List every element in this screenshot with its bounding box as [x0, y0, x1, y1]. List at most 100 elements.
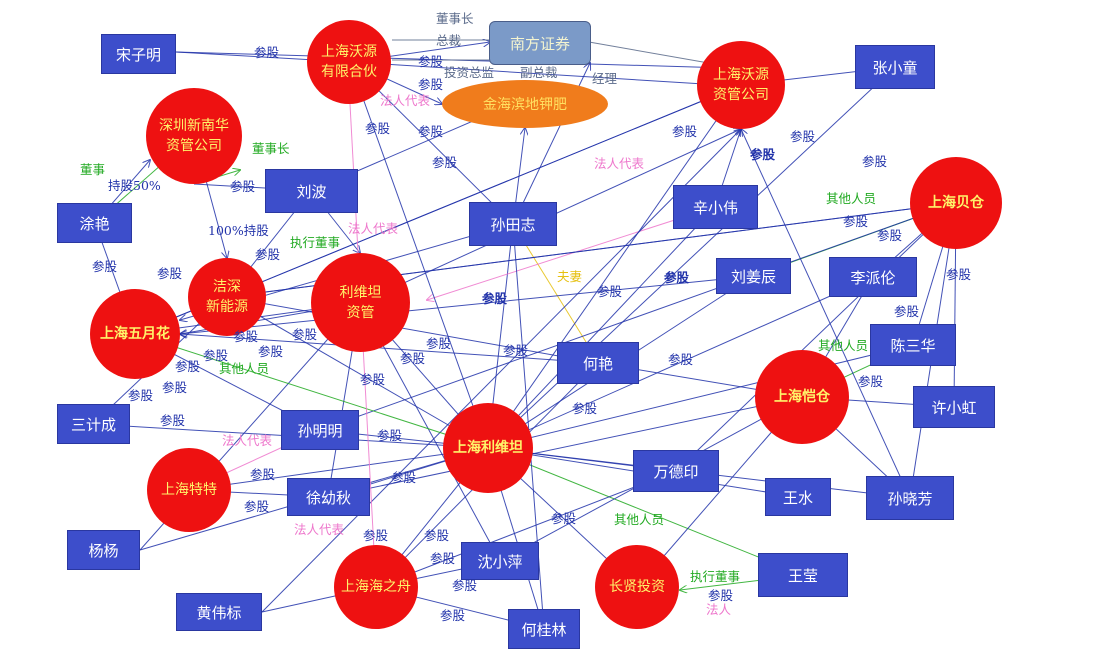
edge-label-share: 参股 — [708, 588, 734, 603]
person-label: 张小童 — [872, 58, 918, 77]
edge-line — [327, 397, 802, 498]
company-label-line: 上海五月花 — [100, 326, 170, 342]
person-huang-weibiao[interactable]: 黄伟标 — [176, 593, 262, 631]
person-label: 陈三华 — [890, 336, 936, 355]
edge-label-share: 参股 — [92, 259, 118, 274]
company-shenzhen-xinnanhua[interactable]: 深圳新南华资管公司 — [146, 88, 242, 184]
edge-label-share: 参股 — [391, 470, 417, 485]
person-wang-shui[interactable]: 王水 — [765, 478, 831, 516]
edge-label-share: 参股 — [230, 179, 256, 194]
person-he-yan[interactable]: 何艳 — [557, 342, 639, 384]
edge-label-share: 参股 — [203, 348, 229, 363]
edge-label-legal-rep: 法人代表 — [294, 522, 345, 537]
edge-label-legal-rep: 法人代表 — [348, 221, 399, 236]
edge-line — [227, 297, 599, 364]
edge-label-share: 参股 — [843, 214, 869, 229]
edge-label-share: 参股 — [452, 578, 478, 593]
company-label-line: 上海贝仓 — [928, 195, 984, 211]
edge-label-share: 参股 — [233, 329, 259, 344]
company-label-line: 有限合伙 — [321, 64, 377, 80]
person-label: 辛小伟 — [692, 198, 738, 217]
person-label: 涂艳 — [79, 214, 110, 233]
person-label: 杨杨 — [88, 541, 119, 560]
edge-label-share: 参股 — [418, 54, 444, 69]
person-san-jicheng[interactable]: 三计成 — [57, 404, 130, 444]
edge-label-share: 参股 — [440, 608, 466, 623]
edge-label-share: 参股 — [292, 327, 318, 342]
person-wang-ying[interactable]: 王莹 — [758, 553, 848, 597]
edge-label-share: 参股 — [597, 284, 623, 299]
person-chen-sanhua[interactable]: 陈三华 — [870, 324, 956, 366]
edge-label-share: 参股 — [424, 528, 450, 543]
person-song-ziming[interactable]: 宋子明 — [101, 34, 176, 74]
edge-label-share: 参股 — [418, 77, 444, 92]
company-shanghai-tete[interactable]: 上海特特 — [147, 448, 231, 532]
company-label-line: 深圳新南华 — [159, 118, 229, 134]
company-shanghai-beicang[interactable]: 上海贝仓 — [910, 157, 1002, 249]
person-wan-deyin[interactable]: 万德印 — [633, 450, 719, 492]
edge-label-share: 参股 — [162, 380, 188, 395]
edge-line — [188, 448, 488, 491]
company-jieshen-new-energy[interactable]: 洁深新能源 — [188, 258, 266, 336]
person-label: 许小虹 — [931, 398, 977, 417]
edge-label-share: 参股 — [250, 467, 276, 482]
edge-line — [261, 129, 741, 613]
edge-line — [488, 276, 874, 448]
edge-label-other-staff: 其他人员 — [818, 338, 869, 353]
company-label-line: 长贤投资 — [609, 579, 665, 595]
edge-label-share: 参股 — [432, 155, 458, 170]
node-jinhaibin-potash[interactable]: 金海滨地钾肥 — [442, 80, 608, 128]
company-shanghai-leviathan[interactable]: 上海利维坦 — [443, 403, 533, 493]
edge-line — [319, 203, 956, 431]
person-xin-xiaowei[interactable]: 辛小伟 — [673, 185, 758, 229]
company-leviathan-asset[interactable]: 利维坦资管 — [311, 253, 410, 352]
person-xu-youqiu[interactable]: 徐幼秋 — [287, 478, 370, 516]
edge-label-share: 参股 — [258, 344, 284, 359]
person-liu-jiangchen[interactable]: 刘姜辰 — [716, 258, 791, 294]
edge-label-share: 参股 — [862, 154, 888, 169]
edge-label-share: 参股 — [160, 413, 186, 428]
edge-label-share: 参股 — [255, 247, 281, 262]
person-yang-yang[interactable]: 杨杨 — [67, 530, 140, 570]
edge-line — [512, 223, 600, 364]
company-shanghai-kaicang[interactable]: 上海恺仓 — [755, 350, 849, 444]
edge-label-share: 参股 — [858, 374, 884, 389]
edge-line — [588, 41, 721, 66]
person-li-pailun[interactable]: 李派伦 — [829, 257, 917, 297]
person-sun-mingming[interactable]: 孙明明 — [281, 410, 359, 450]
person-he-guilin[interactable]: 何桂林 — [508, 609, 580, 649]
person-tu-yan[interactable]: 涂艳 — [57, 203, 132, 243]
person-label: 黄伟标 — [196, 603, 242, 622]
edge-label-executive-director: 执行董事 — [290, 235, 341, 250]
edge-label-legal-person: 法人 — [706, 602, 732, 617]
edge-label-other-staff: 其他人员 — [219, 361, 270, 376]
edge-label-hold-100: 100%持股 — [208, 223, 269, 238]
person-xu-xiaohong[interactable]: 许小虹 — [913, 386, 995, 428]
person-sun-xiaofang[interactable]: 孙晓芳 — [866, 476, 954, 520]
edge-label-share: 参股 — [365, 121, 391, 136]
node-nanfang-securities[interactable]: 南方证券 — [489, 21, 591, 65]
edge-line — [488, 206, 716, 448]
company-shanghai-woyuan-llp[interactable]: 上海沃源有限合伙 — [307, 20, 391, 104]
edge-line — [488, 66, 896, 448]
edge-label-chairman: 董事长 — [252, 141, 290, 156]
company-shanghai-haizhizhou[interactable]: 上海海之舟 — [334, 545, 418, 629]
person-sun-tianzhi[interactable]: 孙田志 — [469, 202, 557, 246]
company-shanghai-woyuan-asset[interactable]: 上海沃源资管公司 — [697, 41, 785, 129]
company-shanghai-mayflower[interactable]: 上海五月花 — [90, 289, 180, 379]
company-changxian-investment[interactable]: 长贤投资 — [595, 545, 679, 629]
company-label-line: 资管 — [346, 304, 375, 321]
person-label: 孙明明 — [297, 421, 343, 440]
person-label: 何桂林 — [521, 620, 567, 639]
person-liu-bo[interactable]: 刘波 — [265, 169, 358, 213]
person-shen-xiaoping[interactable]: 沈小萍 — [461, 542, 539, 580]
edge-label-share: 参股 — [244, 499, 270, 514]
edge-label-share: 参股 — [668, 352, 694, 367]
edge-label-legal-rep: 法人代表 — [222, 433, 273, 448]
company-label-line: 洁深 — [213, 279, 241, 295]
company-label-line: 新能源 — [206, 299, 248, 315]
company-label-line: 上海利维坦 — [453, 440, 523, 456]
person-zhang-xiaotong[interactable]: 张小童 — [855, 45, 935, 89]
edge-label-share: 参股 — [503, 343, 529, 358]
company-label-line: 上海沃源 — [713, 67, 769, 83]
